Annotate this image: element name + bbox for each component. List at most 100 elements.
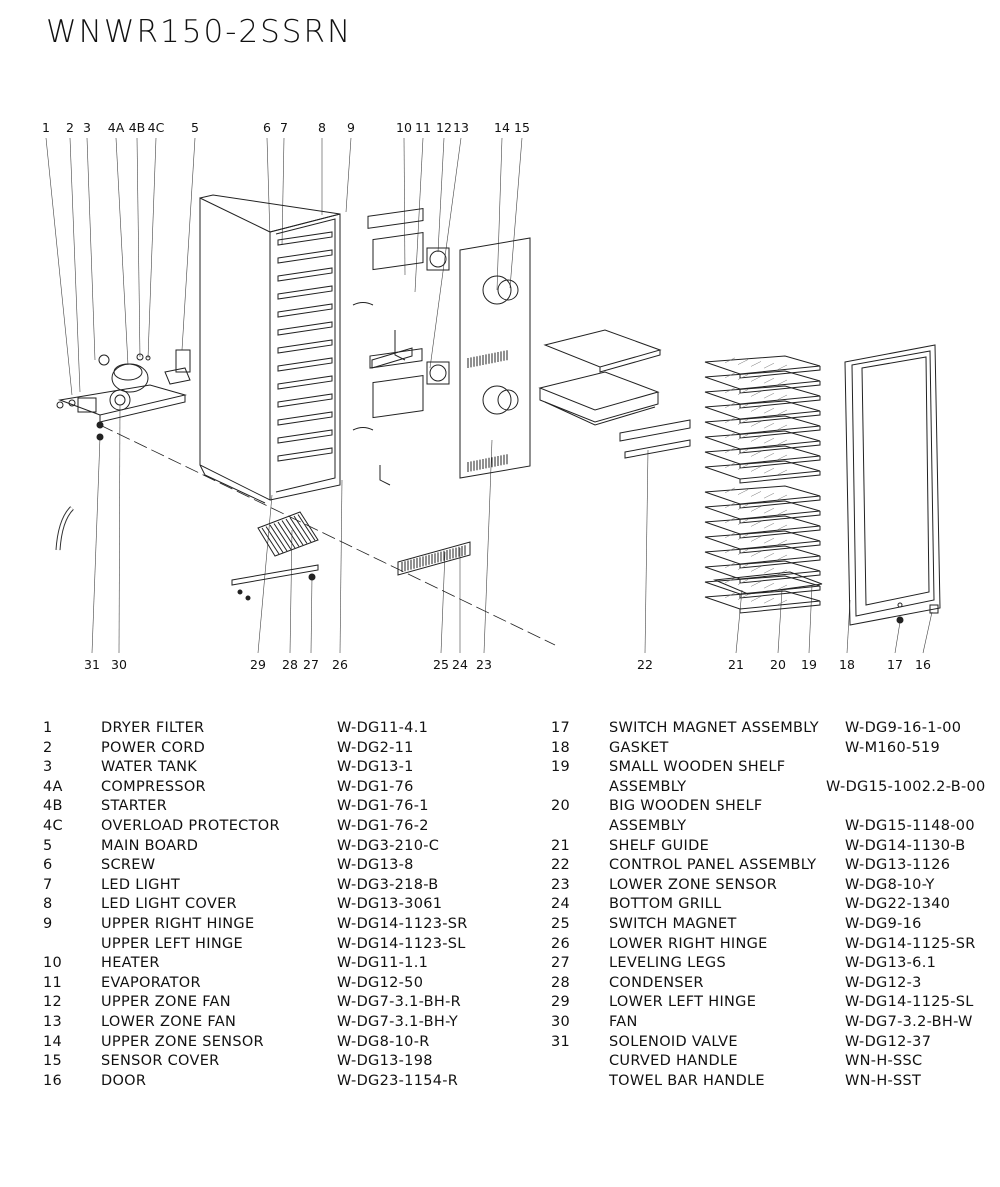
- compressor-assembly: [56, 349, 191, 441]
- callout-16: 16: [915, 657, 931, 672]
- cabinet-shelf-rail: [277, 411, 333, 426]
- control-panel: [619, 419, 691, 459]
- part-code: W-DG13-1: [337, 759, 414, 776]
- callout-13: 13: [453, 120, 469, 135]
- cabinet-shelf-rail: [277, 285, 333, 300]
- part-no: 4B: [43, 798, 63, 815]
- callout-26: 26: [332, 657, 348, 672]
- callout-17: 17: [887, 657, 903, 672]
- condenser-coil: [273, 523, 292, 550]
- leader-line: [136, 137, 141, 358]
- part-name: UPPER ZONE SENSOR: [101, 1033, 264, 1050]
- part-code: W-M160-519: [845, 739, 941, 756]
- condenser-coil: [285, 518, 304, 546]
- part-code: W-DG11-1.1: [337, 955, 429, 972]
- callout-4a: 4A: [107, 120, 125, 135]
- part-code: W-DG23-1154-R: [337, 1072, 459, 1089]
- callout-30: 30: [111, 657, 127, 672]
- part-no: 11: [43, 974, 63, 991]
- part-code: W-DG14-1125-SL: [845, 994, 974, 1011]
- door: [844, 344, 941, 626]
- callout-21: 21: [728, 657, 744, 672]
- part-code: W-DG15-1148-00: [845, 818, 975, 834]
- part-no: 27: [551, 955, 571, 972]
- leader-line: [429, 137, 462, 369]
- condenser: [257, 511, 319, 557]
- callout-27: 27: [303, 657, 319, 672]
- wooden-shelf: [704, 590, 821, 614]
- callout-9: 9: [347, 120, 355, 135]
- leader-line: [147, 137, 157, 359]
- part-no: 7: [43, 876, 53, 893]
- condenser-coil: [293, 515, 312, 543]
- part-no: 26: [551, 935, 571, 952]
- part-name: CONTROL PANEL ASSEMBLY: [609, 857, 817, 874]
- bottom-grill: [397, 541, 471, 576]
- part-no: 14: [43, 1033, 63, 1050]
- part-code: W-DG7-3.2-BH-W: [845, 1014, 973, 1030]
- callout-8: 8: [318, 120, 326, 135]
- part-name: ASSEMBLY: [609, 778, 687, 795]
- part-code: W-DG8-10-R: [337, 1033, 430, 1050]
- part-name: UPPER LEFT HINGE: [101, 935, 243, 952]
- callout-28: 28: [282, 657, 298, 672]
- part-no: 4C: [43, 818, 63, 834]
- callout-20: 20: [770, 657, 786, 672]
- cabinet-shelf-rail: [277, 339, 333, 354]
- callout-6: 6: [263, 120, 271, 135]
- wooden-shelf: [704, 430, 821, 454]
- callout-14: 14: [494, 120, 510, 135]
- leader-line: [281, 137, 285, 246]
- leader-line: [644, 449, 649, 654]
- part-code: W-DG1-76: [337, 778, 414, 795]
- cabinet-shelf-rail: [277, 447, 333, 462]
- cabinet-shelf-rail: [277, 393, 333, 408]
- wooden-shelf: [704, 500, 821, 524]
- leader-line: [69, 137, 81, 393]
- part-code: W-DG1-76-1: [337, 798, 429, 815]
- part-code: W-DG13-8: [337, 857, 414, 874]
- part-name: UPPER ZONE FAN: [101, 994, 231, 1011]
- leader-line: [509, 137, 523, 289]
- exploded-view-diagram: [45, 137, 941, 654]
- callout-12: 12: [436, 120, 452, 135]
- shelf-guide: [713, 571, 823, 595]
- part-code: W-DG9-16-1-00: [845, 720, 962, 736]
- part-no: 21: [551, 837, 571, 854]
- top-plate: [543, 329, 662, 373]
- switch-magnet-assembly: [896, 604, 939, 624]
- part-no: 17: [551, 720, 571, 736]
- part-name: SMALL WOODEN SHELF: [609, 759, 786, 776]
- part-code: W-DG22-1340: [845, 896, 951, 913]
- condenser-coil: [289, 517, 308, 544]
- cabinet-shelf-rail: [277, 375, 333, 390]
- part-name: ASSEMBLY: [609, 818, 687, 834]
- leader-line: [735, 589, 743, 654]
- callout-15: 15: [514, 120, 530, 135]
- part-code: WN-H-SSC: [845, 1053, 923, 1070]
- part-no: 12: [43, 994, 63, 1011]
- part-name: TOWEL BAR HANDLE: [609, 1072, 765, 1089]
- condenser-coil: [297, 514, 316, 541]
- cabinet-shelf-rail: [277, 321, 333, 336]
- part-name: SWITCH MAGNET ASSEMBLY: [609, 720, 819, 736]
- cabinet-shelf-rail: [277, 429, 333, 444]
- part-code: W-DG7-3.1-BH-Y: [337, 1014, 459, 1030]
- leader-line: [808, 584, 813, 654]
- callout-7: 7: [280, 120, 288, 135]
- part-code: W-DG13-6.1: [845, 955, 937, 972]
- cabinet-shelf-rail: [277, 249, 333, 264]
- callout-25: 25: [433, 657, 449, 672]
- part-code: W-DG13-3061: [337, 896, 443, 913]
- part-name: SHELF GUIDE: [609, 837, 710, 854]
- part-code: W-DG14-1123-SL: [337, 935, 466, 952]
- wooden-shelf: [704, 545, 821, 569]
- rear-panel: [459, 237, 531, 479]
- part-name: LED LIGHT COVER: [101, 896, 237, 913]
- wooden-shelf: [704, 530, 821, 554]
- leader-line: [922, 611, 933, 654]
- part-name: LEVELING LEGS: [609, 955, 726, 972]
- wooden-shelf: [704, 485, 821, 509]
- part-no: 9: [43, 916, 53, 932]
- part-name: CURVED HANDLE: [609, 1053, 738, 1070]
